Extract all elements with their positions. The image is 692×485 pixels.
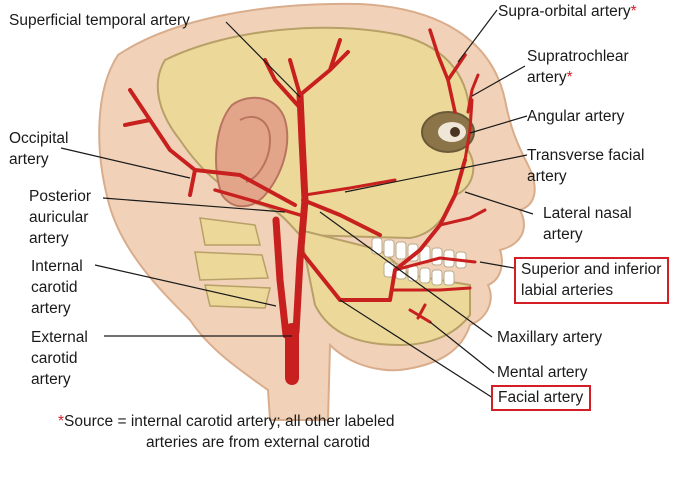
label-text: artery xyxy=(527,168,567,185)
posterior-auricular-artery xyxy=(213,188,302,217)
label-occipital-artery: Occipital artery xyxy=(9,128,68,170)
label-lateral-nasal-artery: Lateral nasal artery xyxy=(543,203,632,245)
label-text: Internal xyxy=(31,258,83,275)
label-transverse-facial-artery: Transverse facial artery xyxy=(527,145,644,187)
occipital-artery xyxy=(123,88,297,207)
label-maxillary-artery: Maxillary artery xyxy=(497,327,602,348)
label-text: Posterior xyxy=(29,188,92,205)
label-text: artery xyxy=(527,69,567,86)
label-text: Lateral nasal xyxy=(543,205,632,222)
footnote-line-1: Source = internal carotid artery; all ot… xyxy=(64,413,395,430)
angular-artery xyxy=(463,98,474,162)
label-text: Maxillary artery xyxy=(497,329,603,346)
label-text: artery xyxy=(31,371,71,388)
label-text: artery xyxy=(29,230,69,247)
label-text: carotid xyxy=(31,350,78,367)
label-supra-orbital-artery: Supra-orbital artery* xyxy=(498,1,637,22)
label-text: labial arteries xyxy=(521,282,614,299)
labial-arteries xyxy=(390,256,477,292)
label-text: Angular artery xyxy=(527,108,625,125)
label-text: Facial artery xyxy=(498,389,584,406)
arteries xyxy=(123,28,487,385)
label-text: artery xyxy=(31,300,71,317)
label-text: carotid xyxy=(31,279,78,296)
label-text: Transverse facial xyxy=(527,147,645,164)
superficial-temporal-artery xyxy=(263,38,350,112)
label-facial-artery-highlighted: Facial artery xyxy=(491,385,592,411)
label-text: auricular xyxy=(29,209,89,226)
label-text: Supratrochlear xyxy=(527,48,629,65)
supra-orbital-artery xyxy=(428,28,467,114)
facial-artery xyxy=(298,158,467,302)
source-star: * xyxy=(566,69,573,86)
mental-artery xyxy=(408,303,432,324)
footnote: *Source = internal carotid artery; all o… xyxy=(58,411,394,453)
label-text: Occipital xyxy=(9,130,69,147)
cervical-vertebrae xyxy=(194,217,271,309)
ear xyxy=(215,96,289,208)
label-labial-arteries-highlighted: Superior and inferior labial arteries xyxy=(514,257,670,304)
label-mental-artery: Mental artery xyxy=(497,362,587,383)
internal-carotid-artery xyxy=(272,216,290,339)
label-text: artery xyxy=(9,151,49,168)
ear-helix xyxy=(239,115,272,183)
label-superficial-temporal-artery: Superficial temporal artery xyxy=(9,10,190,31)
maxillary-artery xyxy=(301,198,382,237)
iris xyxy=(450,127,460,137)
leader-lines xyxy=(60,9,534,399)
footnote-star: * xyxy=(58,413,65,430)
label-posterior-auricular-artery: Posterior auricular artery xyxy=(29,186,91,249)
label-text: Superficial temporal artery xyxy=(9,12,190,29)
label-text: Mental artery xyxy=(497,364,588,381)
mandible xyxy=(298,228,471,347)
label-supratrochlear-artery: Supratrochlear artery* xyxy=(527,46,629,88)
label-text: Superior and inferior xyxy=(521,261,662,278)
label-text: External xyxy=(31,329,88,346)
label-internal-carotid-artery: Internal carotid artery xyxy=(31,256,83,319)
label-text: artery xyxy=(543,226,583,243)
label-external-carotid-artery: External carotid artery xyxy=(31,327,88,390)
footnote-line-2: arteries are from external carotid xyxy=(146,434,370,451)
source-star: * xyxy=(630,3,637,20)
label-angular-artery: Angular artery xyxy=(527,106,624,127)
label-text: Supra-orbital artery xyxy=(498,3,631,20)
supratrochlear-artery xyxy=(466,73,480,114)
lateral-nasal-artery xyxy=(438,208,487,227)
transverse-facial-artery xyxy=(303,178,397,197)
